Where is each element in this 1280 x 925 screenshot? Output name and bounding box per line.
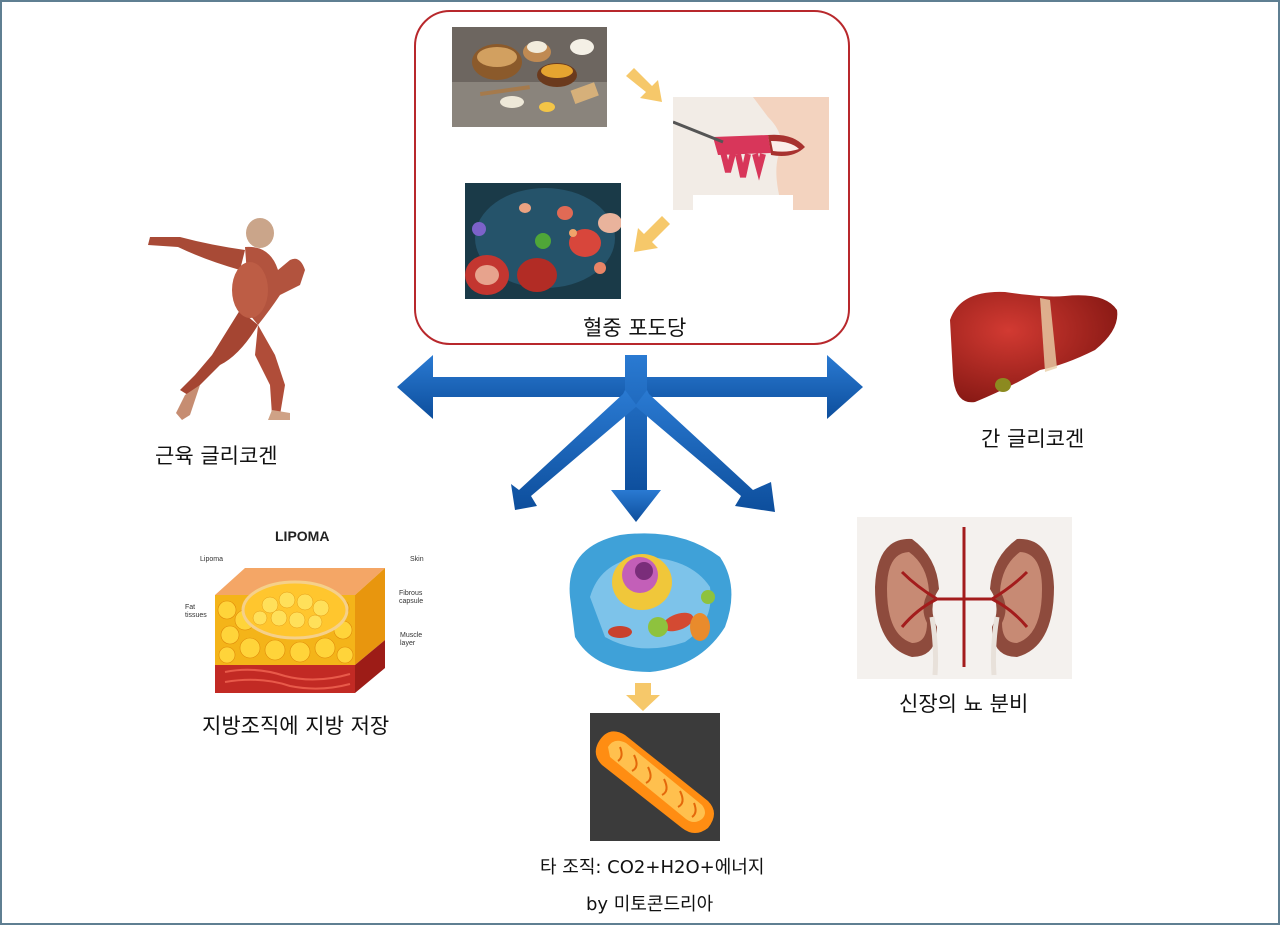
sequence-arrow-2: [630, 214, 672, 256]
liver-glycogen-label: 간 글리코겐: [981, 427, 1085, 451]
muscle-glycogen-label: 근육 글리코겐: [155, 444, 278, 468]
lipoma-label-fat: Fat tissues: [185, 604, 207, 619]
cell-to-mitochondria-arrow: [626, 683, 660, 711]
sugar-bowls-image: [452, 27, 607, 127]
lipoma-label-skin: Skin: [410, 556, 424, 563]
sequence-arrow-1: [624, 66, 668, 106]
mitochondria-image: [590, 713, 720, 841]
blood-glucose-label: 혈중 포도당: [583, 316, 687, 340]
eating-jelly-image: [673, 97, 829, 210]
mitochondria-label: by 미토콘드리아: [586, 894, 714, 915]
kidney-image: [857, 517, 1072, 679]
lipoma-title: LIPOMA: [275, 528, 330, 544]
muscle-runner-image: [140, 215, 320, 430]
lipoma-label-muscle: Muscle layer: [400, 632, 423, 647]
liver-image: [945, 280, 1120, 410]
fat-storage-label: 지방조직에 지방 저장: [202, 714, 390, 738]
blue-arrow-hub: [397, 350, 867, 525]
lipoma-label-capsule: Fibrous capsule: [399, 590, 424, 605]
other-tissue-label: 타 조직: CO2+H2O+에너지: [540, 857, 765, 878]
blood-cells-image: [465, 183, 621, 299]
lipoma-image: [215, 560, 385, 695]
lipoma-label-lipoma: Lipoma: [200, 556, 223, 563]
cell-image: [560, 527, 740, 677]
kidney-label: 신장의 뇨 분비: [899, 692, 1029, 716]
